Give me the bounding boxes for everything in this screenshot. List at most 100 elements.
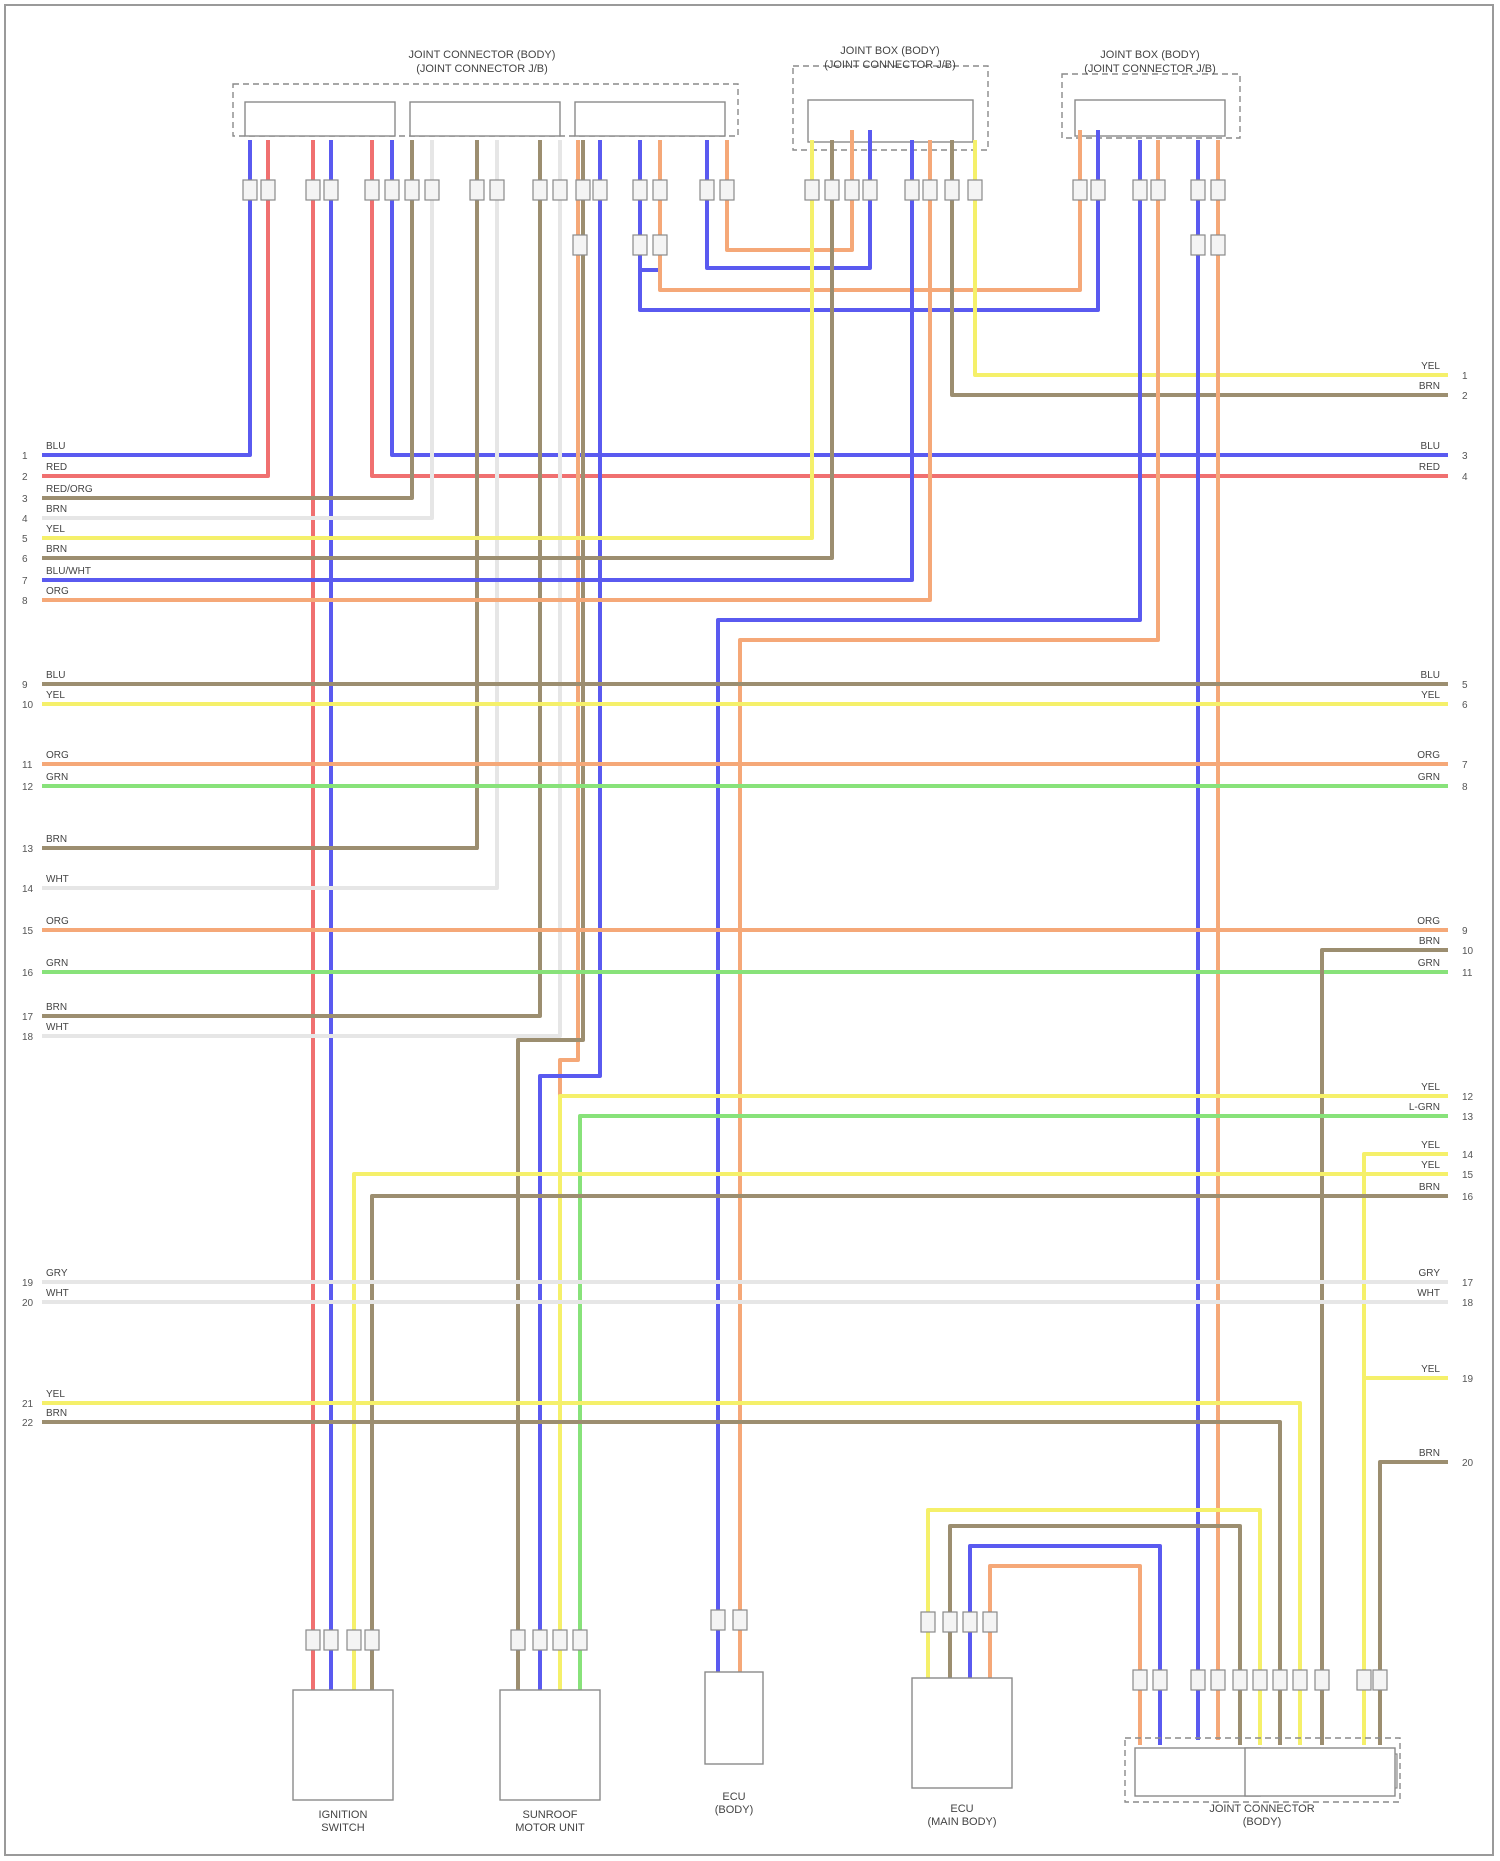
left-pin-number-10: 10 xyxy=(22,700,34,711)
left-pin-number-20: 20 xyxy=(22,1298,34,1309)
terminal-pin-18 xyxy=(720,180,734,200)
left-wire-label-11: ORG xyxy=(46,750,69,761)
terminal-pin-39 xyxy=(324,1630,338,1650)
terminal-pin-28 xyxy=(1091,180,1105,200)
left-wire-label-15: ORG xyxy=(46,916,69,927)
terminal-pin-22 xyxy=(863,180,877,200)
terminal-pin-51 xyxy=(983,1612,997,1632)
right-pin-number-3: 3 xyxy=(1462,451,1468,462)
wire-green-40 xyxy=(580,1116,1448,1700)
terminal-pin-8 xyxy=(425,180,439,200)
terminal-pin-50 xyxy=(963,1612,977,1632)
right-pin-number-10: 10 xyxy=(1462,946,1474,957)
terminal-pins xyxy=(243,180,1397,1790)
right-pin-number-7: 7 xyxy=(1462,760,1468,771)
right-pin-number-19: 19 xyxy=(1462,1374,1474,1385)
joint-connector-box-left xyxy=(1135,1748,1260,1796)
left-pin-number-21: 21 xyxy=(22,1399,34,1410)
left-pin-number-16: 16 xyxy=(22,968,34,979)
left-wire-label-3: RED/ORG xyxy=(46,484,93,495)
left-wire-label-21: YEL xyxy=(46,1389,65,1400)
left-pin-number-4: 4 xyxy=(22,514,28,525)
terminal-pin-4 xyxy=(324,180,338,200)
left-pin-number-1: 1 xyxy=(22,451,28,462)
terminal-pin-38 xyxy=(306,1630,320,1650)
left-wire-label-1: BLU xyxy=(46,441,65,452)
wire-orange-24 xyxy=(42,140,930,600)
left-wire-label-10: YEL xyxy=(46,690,65,701)
right-pin-number-14: 14 xyxy=(1462,1150,1474,1161)
terminal-pin-43 xyxy=(533,1630,547,1650)
terminal-pin-35 xyxy=(653,235,667,255)
terminal-pin-29 xyxy=(1133,180,1147,200)
terminal-pin-44 xyxy=(553,1630,567,1650)
left-wire-label-16: GRN xyxy=(46,958,68,969)
wire-harness xyxy=(42,130,1448,1745)
wire-yellow-46 xyxy=(42,1403,1300,1745)
right-wire-label-16: BRN xyxy=(1419,1182,1440,1193)
left-pin-number-22: 22 xyxy=(22,1418,34,1429)
terminal-pin-61 xyxy=(1357,1670,1371,1690)
right-pin-number-18: 18 xyxy=(1462,1298,1474,1309)
right-pin-number-2: 2 xyxy=(1462,391,1468,402)
sunroof-label-line1: SUNROOF xyxy=(523,1809,578,1821)
terminal-pin-1 xyxy=(243,180,257,200)
ecu-main-label-line2: (MAIN BODY) xyxy=(927,1816,996,1828)
ecu-body-connector xyxy=(705,1672,763,1764)
left-wire-label-6: BRN xyxy=(46,544,67,555)
connector-box-b xyxy=(410,102,560,136)
right-pin-number-11: 11 xyxy=(1462,968,1473,979)
terminal-pin-36 xyxy=(1191,235,1205,255)
right-wire-label-15: YEL xyxy=(1421,1160,1440,1171)
terminal-pin-13 xyxy=(576,180,590,200)
right-pin-number-9: 9 xyxy=(1462,926,1468,937)
terminal-pin-20 xyxy=(825,180,839,200)
right-wire-label-2: BRN xyxy=(1419,381,1440,392)
wire-blue-15 xyxy=(540,140,600,1700)
ignition-label-line1: IGNITION xyxy=(319,1809,368,1821)
left-pin-number-9: 9 xyxy=(22,680,28,691)
wire-brown-22 xyxy=(42,140,832,558)
terminal-pin-42 xyxy=(511,1630,525,1650)
terminal-pin-19 xyxy=(805,180,819,200)
right-wire-label-11: GRN xyxy=(1418,958,1440,969)
left-wire-label-14: WHT xyxy=(46,874,69,885)
connector-label-2-line1: JOINT BOX (BODY) xyxy=(840,45,939,57)
terminal-pin-34 xyxy=(633,235,647,255)
wire-yellow-25 xyxy=(975,140,1448,375)
connector-label-1-line1: JOINT CONNECTOR (BODY) xyxy=(409,49,556,61)
wire-red-2 xyxy=(42,140,268,476)
right-pin-number-13: 13 xyxy=(1462,1112,1474,1123)
left-wire-label-22: BRN xyxy=(46,1408,67,1419)
connector-box-d xyxy=(808,100,973,142)
terminal-pin-27 xyxy=(1073,180,1087,200)
ignition-switch-connector xyxy=(293,1690,393,1800)
connector-box-c xyxy=(575,102,725,136)
right-wire-label-19: YEL xyxy=(1421,1364,1440,1375)
ecu-main-label-line1: ECU xyxy=(950,1803,973,1815)
right-wire-label-20: BRN xyxy=(1419,1448,1440,1459)
left-wire-label-7: BLU/WHT xyxy=(46,566,91,577)
terminal-pin-56 xyxy=(1233,1670,1247,1690)
joint-bottom-label-line1: JOINT CONNECTOR xyxy=(1209,1803,1314,1815)
terminal-pin-15 xyxy=(633,180,647,200)
terminal-pin-58 xyxy=(1273,1670,1287,1690)
ignition-label-line2: SWITCH xyxy=(321,1822,364,1834)
wire-blue-1 xyxy=(42,140,250,455)
left-pin-number-8: 8 xyxy=(22,596,28,607)
terminal-pin-54 xyxy=(1191,1670,1205,1690)
terminal-pin-14 xyxy=(593,180,607,200)
left-pin-number-14: 14 xyxy=(22,884,34,895)
right-pin-number-8: 8 xyxy=(1462,782,1468,793)
ecu-body-label-line2: (BODY) xyxy=(715,1804,754,1816)
terminal-pin-52 xyxy=(1133,1670,1147,1690)
terminal-pin-16 xyxy=(653,180,667,200)
wire-blue-6 xyxy=(392,140,1448,455)
terminal-pin-59 xyxy=(1293,1670,1307,1690)
right-wire-label-10: BRN xyxy=(1419,936,1440,947)
left-wire-label-17: BRN xyxy=(46,1002,67,1013)
terminal-pin-33 xyxy=(573,235,587,255)
wire-orange-13 xyxy=(560,140,578,1700)
left-pin-number-3: 3 xyxy=(22,494,28,505)
terminal-pin-17 xyxy=(700,180,714,200)
